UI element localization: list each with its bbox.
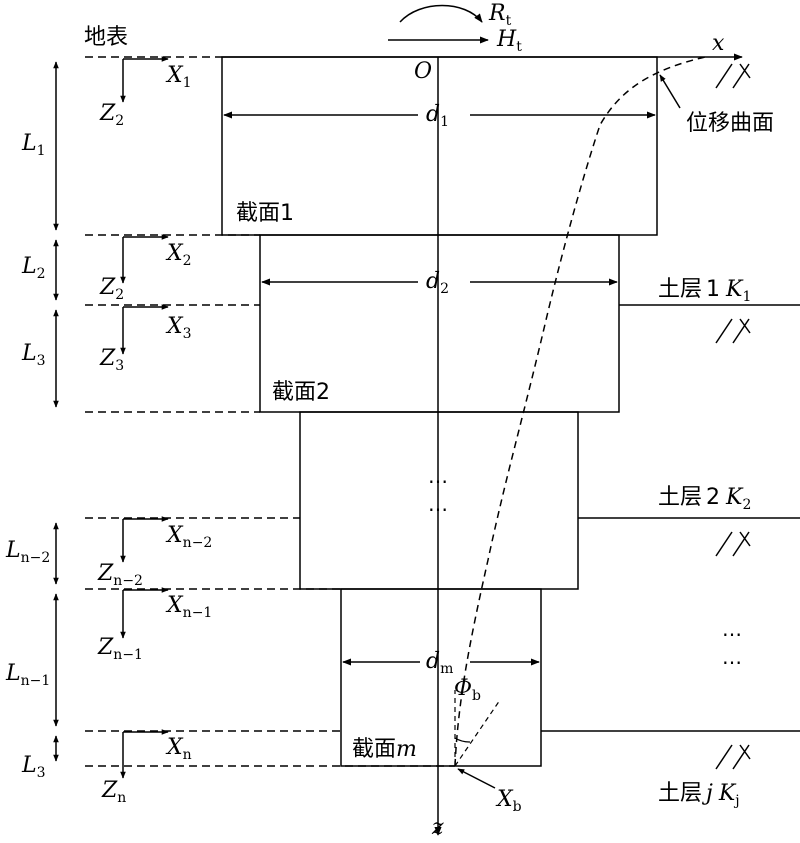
horizontal-force-label: Ht: [496, 27, 522, 55]
X2-label: X2: [165, 241, 192, 269]
section-m-label: 截面m: [352, 737, 417, 762]
origin-label: O: [414, 59, 432, 84]
displacement-curve: [454, 56, 706, 767]
Zn2-label: Zn−2: [97, 561, 143, 589]
Z2b-label: Z2: [99, 275, 124, 303]
Xn-label: Xn: [165, 735, 192, 763]
dm-label: dm: [426, 649, 453, 677]
local-axes: [120, 56, 169, 779]
ellipsis-right-1: ⋯: [722, 622, 748, 646]
displacement-curve-label: 位移曲面: [686, 111, 774, 136]
x-axis-label: x: [712, 31, 725, 56]
moment-arrow: [399, 4, 483, 23]
section-2-label: 截面2: [272, 380, 330, 405]
xb-label: Xb: [495, 787, 522, 815]
section-1-label: 截面1: [236, 201, 294, 226]
phi-label: Φb: [454, 676, 481, 704]
z-axis-label: z: [431, 815, 444, 840]
X3-label: X3: [165, 314, 192, 342]
diameter-dimensions: [223, 111, 656, 666]
ellipsis-mid-2: ⋯: [428, 497, 454, 521]
X1-label: X1: [165, 63, 192, 91]
ellipsis-right-2: ⋯: [722, 650, 748, 674]
L3b-label: L3: [21, 753, 46, 781]
section-dashed-lines: [85, 56, 455, 767]
Z3-label: Z3: [99, 346, 124, 374]
Ln1-label: Ln−1: [5, 661, 50, 689]
Zn1-label: Zn−1: [97, 635, 143, 663]
ground-surface-label: 地表: [84, 25, 128, 50]
ellipsis-mid-1: ⋯: [428, 469, 454, 493]
Xn1-label: Xn−1: [165, 593, 212, 621]
soil-layers: [541, 304, 800, 770]
d1-label: d1: [426, 102, 449, 130]
xb-pointer: [457, 768, 496, 789]
L1-label: L1: [21, 131, 46, 159]
rotation-line: [454, 699, 501, 767]
Xn2-label: Xn−2: [165, 523, 212, 551]
soil-hatch: [715, 63, 733, 89]
L3-label: L3: [21, 341, 46, 369]
Z2a-label: Z2: [99, 101, 124, 129]
moment-label: Rt: [488, 1, 512, 29]
angle-arc: [454, 737, 471, 743]
Ln2-label: Ln−2: [5, 538, 50, 566]
d2-label: d2: [426, 269, 449, 297]
Zn-label: Zn: [101, 778, 126, 806]
curve-pointer: [659, 74, 681, 109]
ground-surface: [222, 53, 751, 89]
L2-label: L2: [21, 254, 46, 282]
